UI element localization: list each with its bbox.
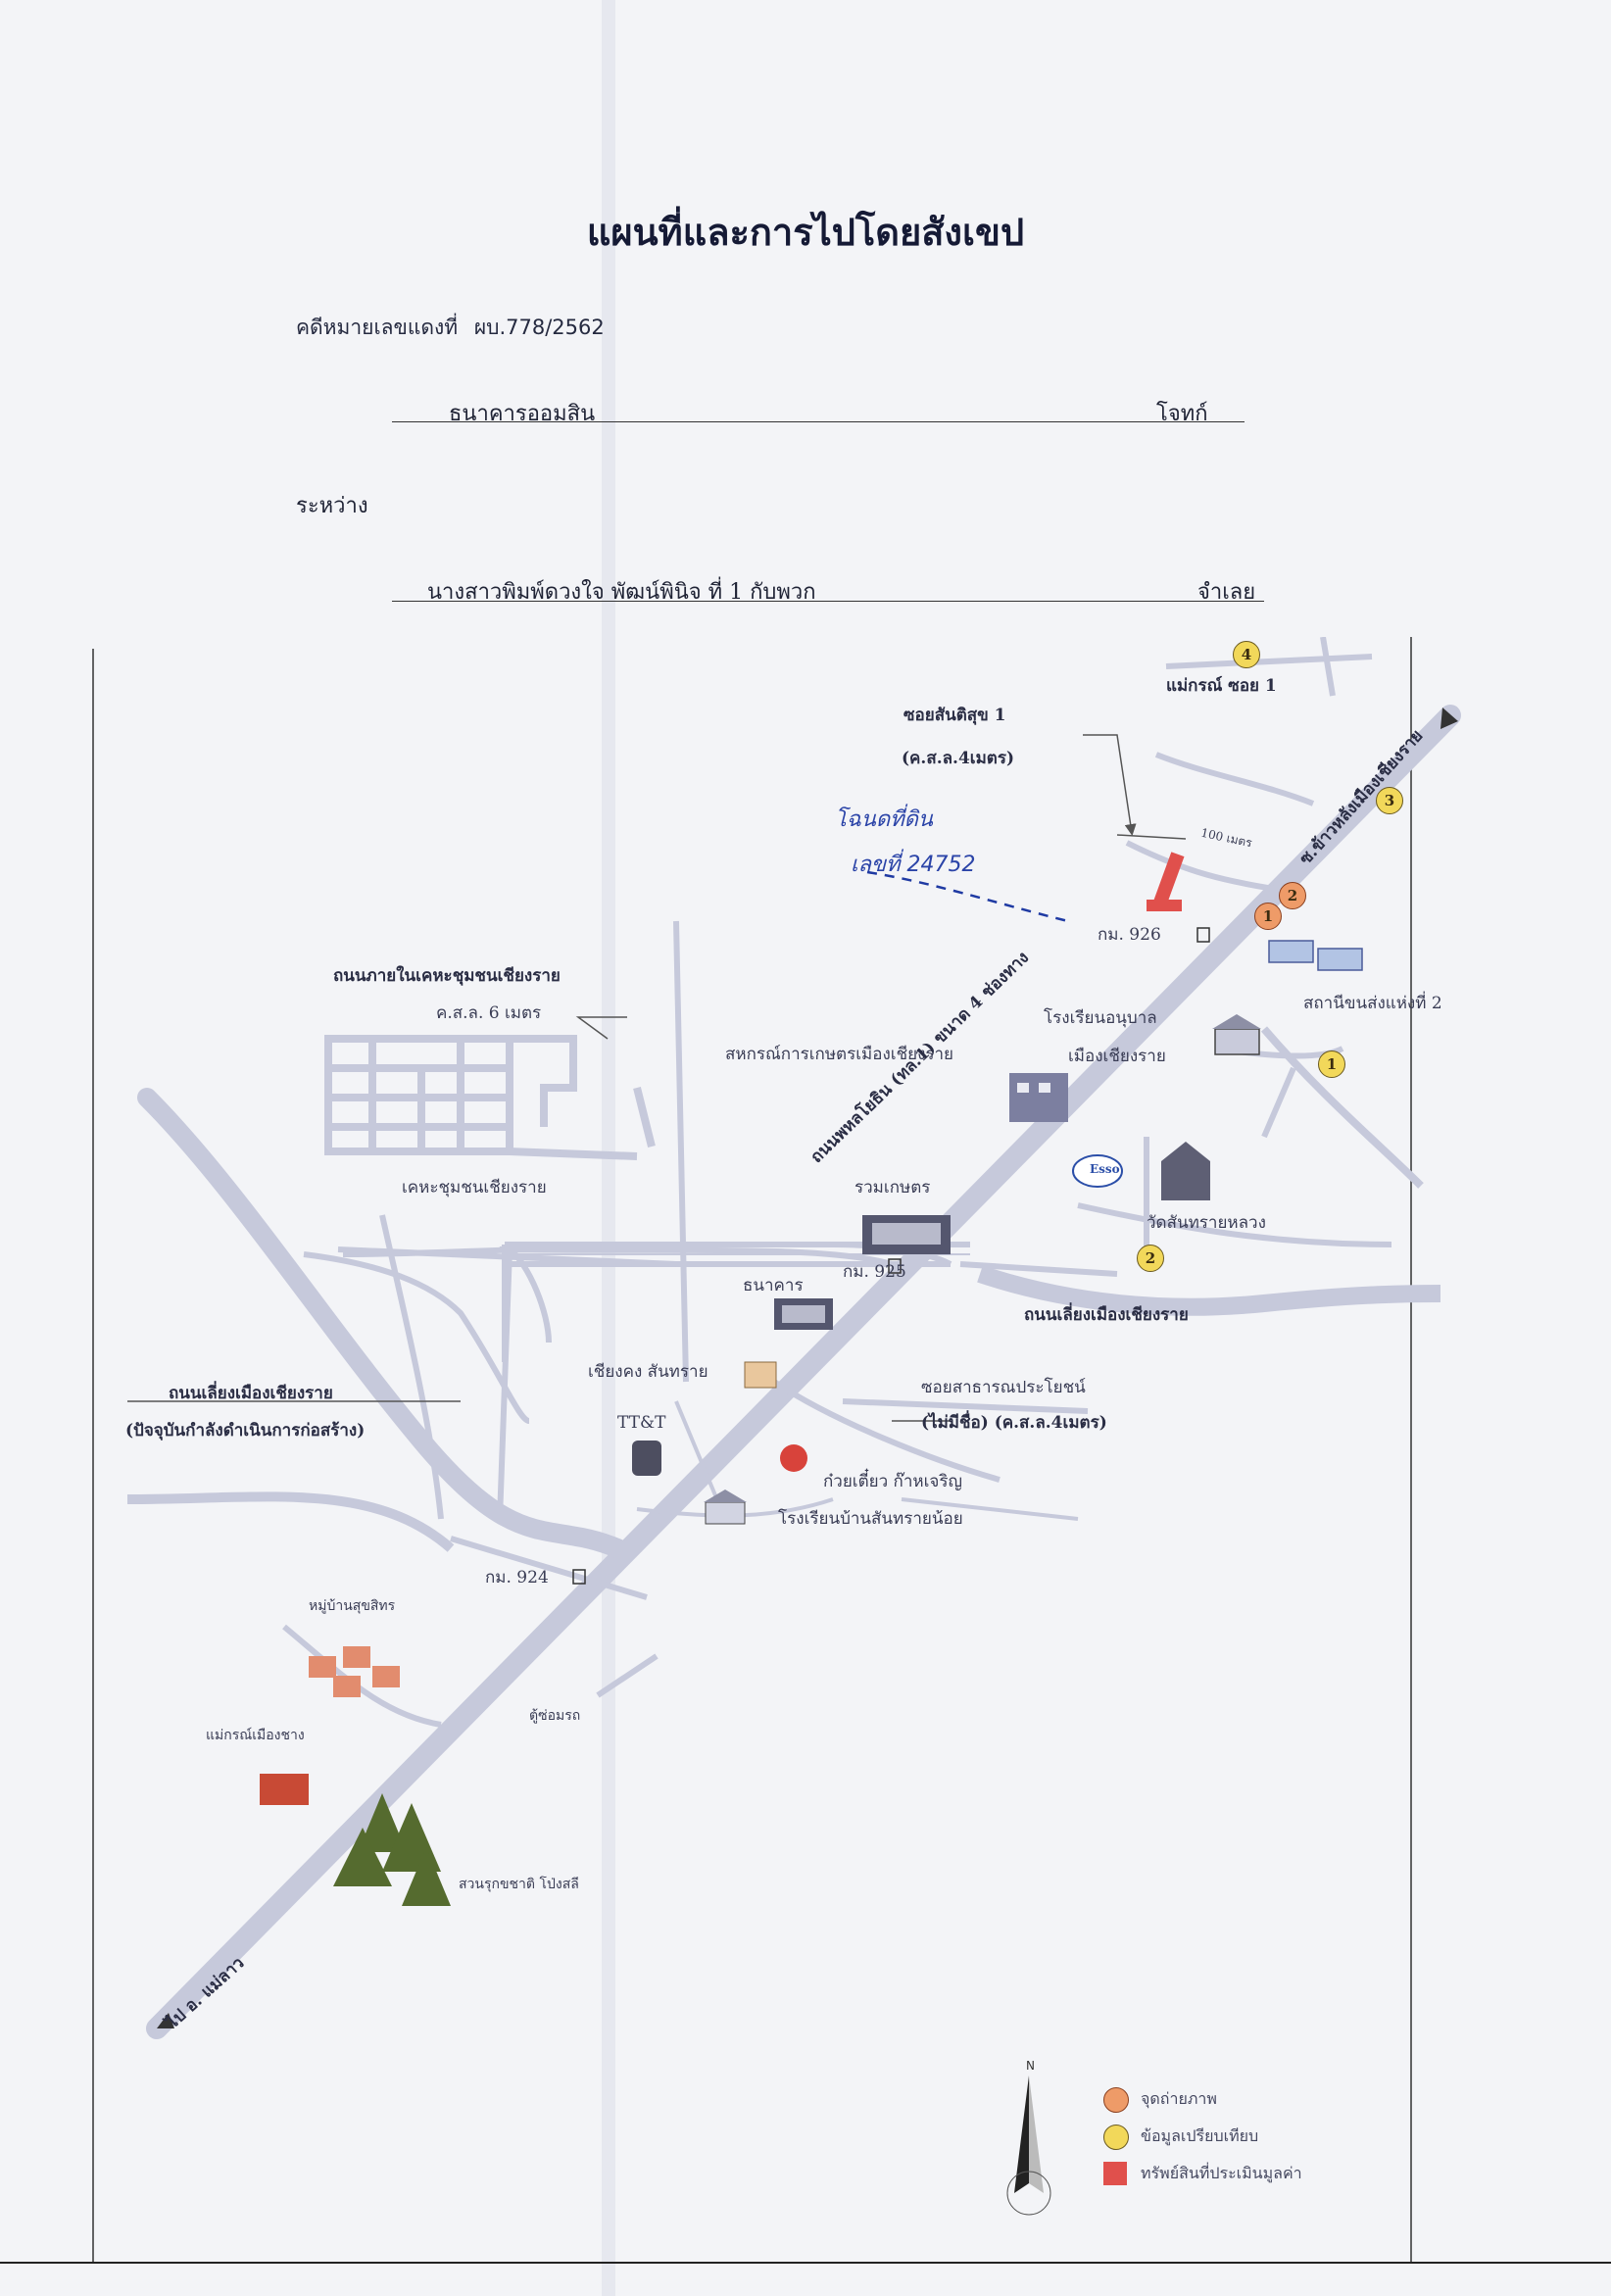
case-number-line: คดีหมายเลขแดงที่ ผบ.778/2562 <box>296 312 605 344</box>
wat-icon <box>1161 1142 1210 1200</box>
km925-label: กม. 925 <box>843 1262 906 1282</box>
ttt-label: TT&T <box>617 1413 666 1433</box>
school-anuban-label-2: เมืองเชียงราย <box>1068 1047 1166 1066</box>
km926-label: กม. 926 <box>1098 925 1161 945</box>
ruamkaset-building-icon <box>862 1215 951 1254</box>
handwritten-deed-line2: เลขที่ 24752 <box>851 853 976 877</box>
bypass-west-label: ถนนเลี่ยงเมืองเชียงราย <box>169 1384 333 1403</box>
defendant-role: จำเลย <box>1197 580 1256 605</box>
plaintiff-role: โจทก์ <box>1156 402 1208 426</box>
info-marker-2: 2 <box>1137 1245 1164 1272</box>
defendant-underline <box>392 601 1264 602</box>
phone-icon <box>632 1441 661 1476</box>
plaintiff-underline <box>392 421 1245 422</box>
legend-label-compare: ข้อมูลเปรียบเทียบ <box>1141 2126 1259 2145</box>
school-anuban-icon <box>1212 1014 1261 1055</box>
phone-booth-label: ตู้ซ่อมรถ <box>529 1708 581 1724</box>
case-number: ผบ.778/2562 <box>473 316 605 339</box>
property-marker <box>1147 852 1185 911</box>
sketch-map: ซอยสันติสุข 1 (ค.ส.ล.4เมตร) โฉนดที่ดิน เ… <box>88 637 1538 2264</box>
esso-label: Esso <box>1090 1162 1120 1176</box>
chiangkong-label: เชียงคง สันทราย <box>588 1362 708 1382</box>
soi-public-sub-label: (ไม่มีชื่อ) (ค.ส.ล.4เมตร) <box>921 1413 1107 1433</box>
village-label: หมู่บ้านสุขสิทร <box>309 1598 396 1614</box>
info-marker-3: 3 <box>1376 787 1403 814</box>
housing-grid <box>324 1035 656 1160</box>
bus-icon <box>1268 940 1363 971</box>
between-label: ระหว่าง <box>296 494 368 518</box>
esso-icon <box>1072 1154 1123 1188</box>
comparison-point-icon <box>1103 2125 1129 2150</box>
bank-building-icon <box>774 1298 833 1330</box>
factory-label: แม่กรณ์เมืองชาง <box>206 1728 305 1743</box>
km924-label: กม. 924 <box>485 1568 549 1588</box>
north-arrow-icon: N <box>1006 2059 1051 2216</box>
photo-marker-1: 1 <box>1254 903 1282 930</box>
bypass-east-label: ถนนเลี่ยงเมืองเชียงราย <box>1024 1305 1189 1325</box>
legend-label-photo: จุดถ่ายภาพ <box>1141 2089 1217 2108</box>
soi-public-label: ซอยสาธารณประโยชน์ <box>921 1378 1086 1397</box>
housing-road-sub-label: ค.ส.ล. 6 เมตร <box>436 1003 542 1023</box>
coop-building-icon <box>1009 1073 1068 1122</box>
park-trees-icon <box>333 1793 451 1906</box>
map-roads <box>92 637 1461 2264</box>
factory-icon <box>260 1774 309 1805</box>
bottom-border <box>0 2262 1611 2264</box>
noodle-shop-icon <box>780 1444 807 1472</box>
photo-point-icon <box>1103 2087 1129 2113</box>
housing-label: เคหะชุมชนเชียงราย <box>402 1178 547 1197</box>
defendant-name: นางสาวพิมพ์ดวงใจ พัฒน์พินิจ ที่ 1 กับพวก <box>427 580 816 605</box>
village-houses-icon <box>309 1646 400 1697</box>
photo-marker-2: 2 <box>1279 882 1306 909</box>
soi-santisuk-label: ซอยสันติสุข 1 <box>903 706 1006 725</box>
bypass-east-road <box>977 1265 1441 1316</box>
info-marker-1: 1 <box>1318 1050 1345 1078</box>
main-highway <box>146 705 1461 2039</box>
north-label: N <box>1026 2059 1035 2073</box>
info-marker-4: 4 <box>1233 641 1260 668</box>
noodle-label: ก๋วยเตี๋ยว ก๊าหเจริญ <box>823 1472 962 1491</box>
legend-label-property: ทรัพย์สินที่ประเมินมูลค่า <box>1141 2164 1302 2182</box>
case-label: คดีหมายเลขแดงที่ <box>296 316 459 339</box>
fold-line <box>602 0 615 2296</box>
bus-station-label: สถานีขนส่งแห่งที่ 2 <box>1303 994 1442 1013</box>
maekorn-label: แม่กรณ์ ซอย 1 <box>1166 676 1277 696</box>
ruamkaset-label: รวมเกษตร <box>854 1178 931 1197</box>
coop-label: สหกรณ์การเกษตรเมืองเชียงราย <box>725 1045 954 1064</box>
park-label: สวนรุกขชาติ โป่งสลี <box>459 1877 579 1892</box>
soi-santisuk-sub-label: (ค.ส.ล.4เมตร) <box>902 749 1015 768</box>
housing-road-label: ถนนภายในเคหะชุมชนเชียงราย <box>333 966 561 986</box>
chiangkong-shop-icon <box>744 1361 777 1389</box>
school-santhrai-icon <box>704 1490 747 1525</box>
page-title: แผนที่และการไปโดยสังเขป <box>586 210 1025 254</box>
bypass-west-sub-label: (ปัจจุบันกำลังดำเนินการก่อสร้าง) <box>125 1421 366 1441</box>
school-anuban-label: โรงเรียนอนุบาล <box>1044 1008 1157 1028</box>
school-santhrai-label: โรงเรียนบ้านสันทรายน้อย <box>778 1509 963 1529</box>
plaintiff-name: ธนาคารออมสิน <box>449 402 596 426</box>
km-marker-icons <box>572 927 1210 1585</box>
property-square-icon <box>1103 2162 1127 2185</box>
bypass-west-road <box>137 1088 627 1558</box>
wat-label: วัดสันทรายหลวง <box>1147 1213 1266 1233</box>
handwritten-deed-line1: โฉนดที่ดิน <box>835 807 933 832</box>
bank-label: ธนาคาร <box>743 1276 804 1295</box>
